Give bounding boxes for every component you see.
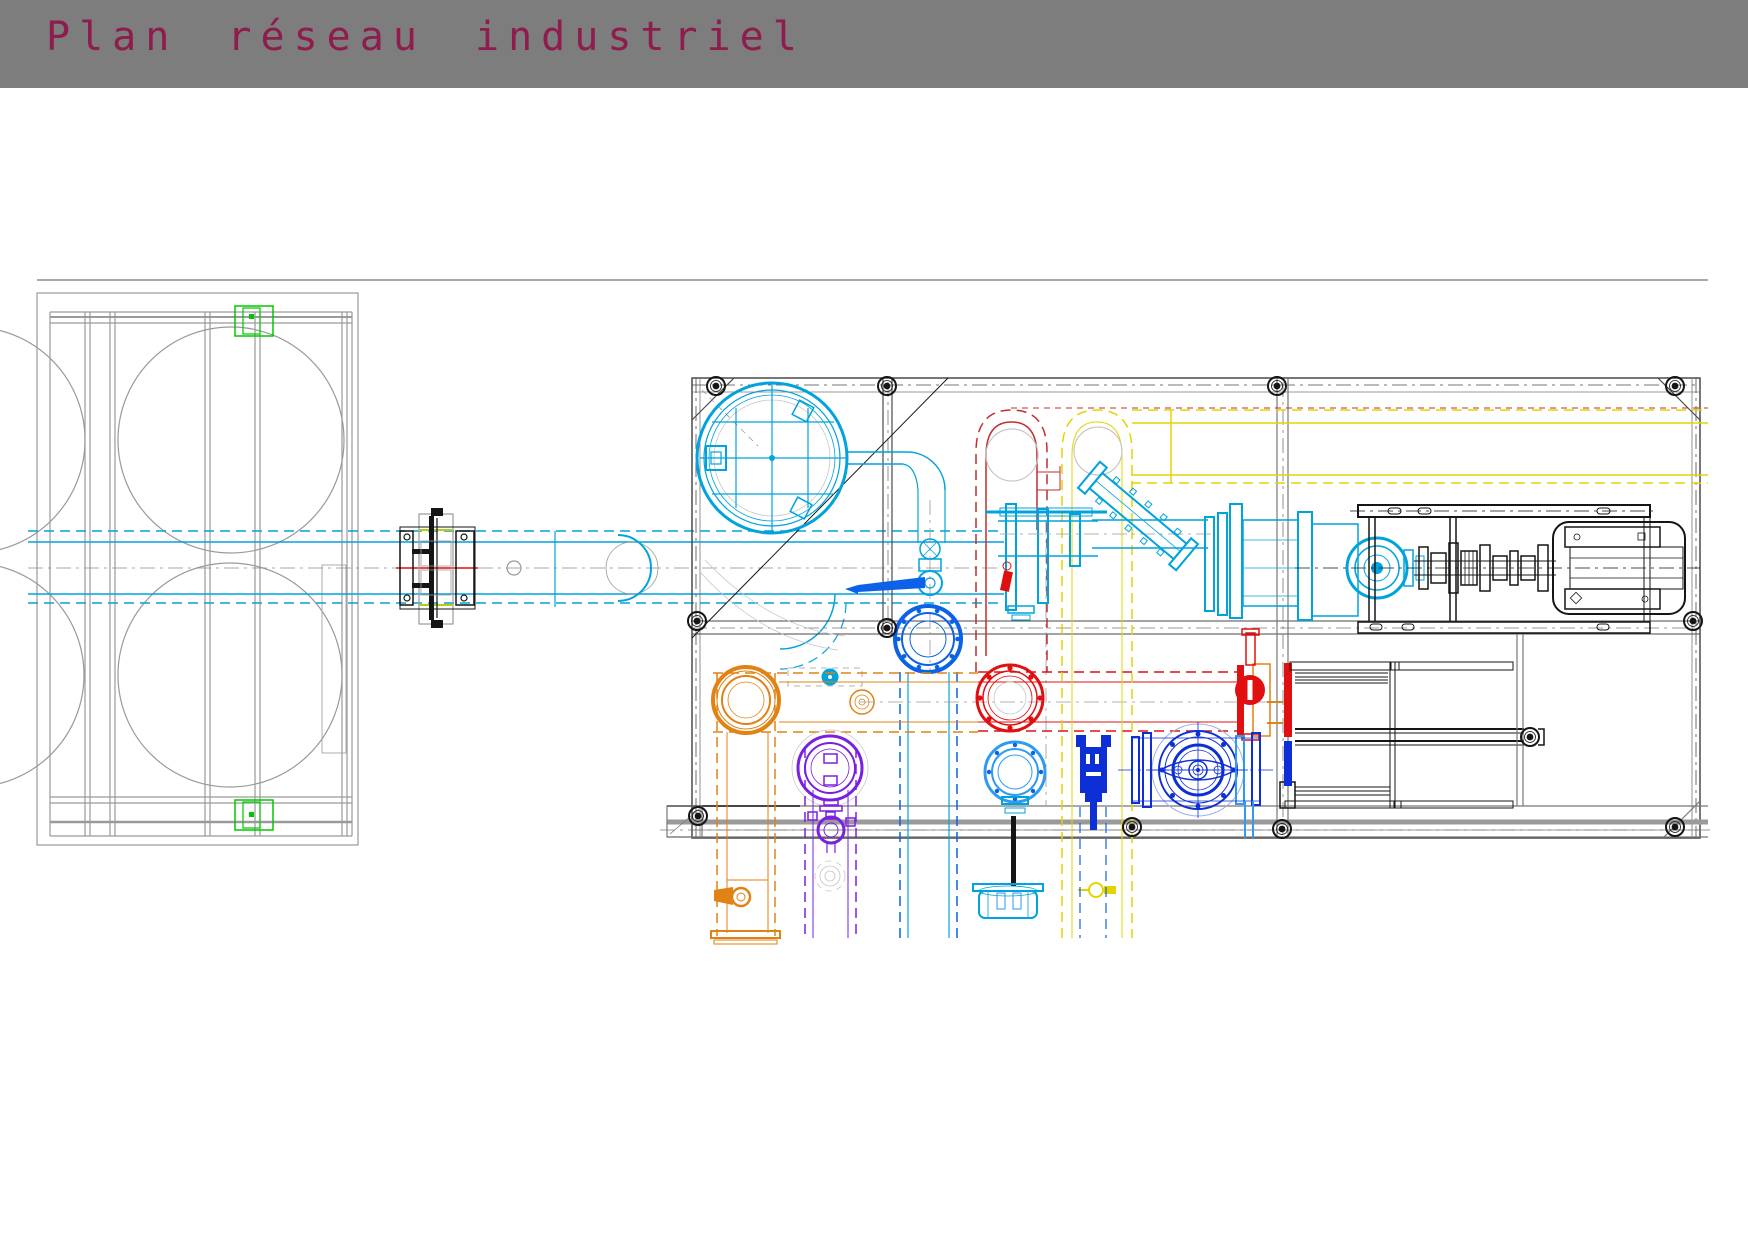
basket-strainer — [695, 381, 946, 543]
flanged-ring-red — [975, 663, 1045, 733]
butterfly-valve-blue — [893, 604, 963, 674]
frame-bolts — [687, 376, 1703, 839]
recirculation-loop-yellow — [1061, 409, 1708, 938]
flanged-ring-lightblue — [983, 740, 1047, 804]
suction-pipe — [28, 530, 1004, 670]
storage-tank — [0, 292, 359, 846]
inline-pump-cluster-cyan — [985, 503, 1107, 621]
tank-nozzle-marker-top — [234, 305, 274, 337]
centrifugal-pump-blue — [1118, 722, 1274, 838]
drain-pot-cyan — [972, 796, 1044, 919]
tank-nozzle-marker-bottom — [234, 799, 274, 831]
drop-pipe-blue — [899, 672, 958, 938]
drain-valve-purple — [791, 729, 869, 938]
title-bar: Plan réseau industriel — [0, 0, 1748, 88]
section-cut-line — [691, 377, 949, 639]
equipment-skid-frame — [660, 377, 1710, 839]
recirculation-loop-red — [860, 407, 1708, 732]
page-title: Plan réseau industriel — [46, 14, 806, 60]
gate-valve-red — [1235, 628, 1292, 741]
drain-branch-orange — [710, 663, 1283, 945]
valve-darkblue — [1076, 735, 1111, 938]
tank-outlet-flange-valve — [399, 508, 476, 628]
pump-and-motor-unit — [1204, 503, 1700, 634]
support-structure — [1279, 634, 1545, 809]
y-strainer — [1076, 460, 1200, 572]
discharge-line — [1000, 519, 1212, 549]
inlet-lever-valve — [845, 500, 943, 672]
ball-valve-cyan — [787, 667, 863, 687]
